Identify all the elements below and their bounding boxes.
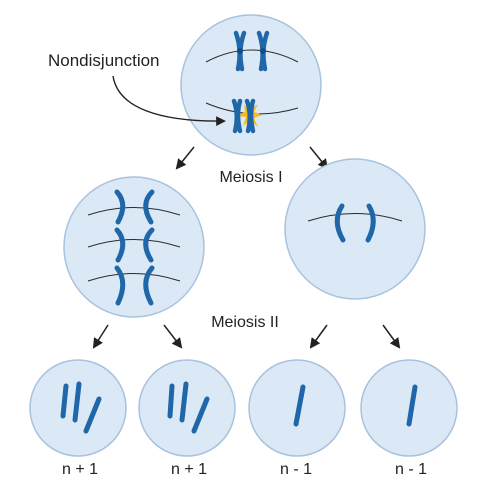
daughter-cell-left	[63, 176, 205, 318]
spindle-fiber	[205, 49, 299, 63]
nondisjunction-label: Nondisjunction	[48, 51, 160, 70]
gamete-4-label: n - 1	[395, 461, 427, 478]
gamete-4	[360, 359, 458, 457]
arrow-meiosis1-left	[175, 146, 195, 170]
meiosis-1-label: Meiosis I	[219, 169, 282, 186]
nondisjunction-site	[231, 98, 262, 134]
arrow-meiosis2	[382, 324, 401, 349]
arrow-meiosis2	[163, 324, 183, 349]
gamete-1-label: n + 1	[62, 461, 98, 478]
arrow-meiosis1-right	[309, 146, 329, 170]
chromatid-set	[334, 203, 376, 243]
arrow-meiosis2	[92, 324, 109, 349]
parent-cell	[180, 14, 322, 156]
gamete-2-label: n + 1	[171, 461, 207, 478]
arrow-meiosis2	[309, 324, 328, 349]
daughter-cell-right	[284, 158, 426, 300]
nondisjunction-pointer-arrow	[112, 75, 226, 127]
gamete-1	[29, 359, 127, 457]
gamete-3-label: n - 1	[280, 461, 312, 478]
gamete-2	[138, 359, 236, 457]
gamete-3	[248, 359, 346, 457]
chromatid-set	[114, 189, 155, 306]
stuck-chromosome-pair	[231, 98, 256, 134]
meiosis-2-label: Meiosis II	[211, 314, 279, 331]
